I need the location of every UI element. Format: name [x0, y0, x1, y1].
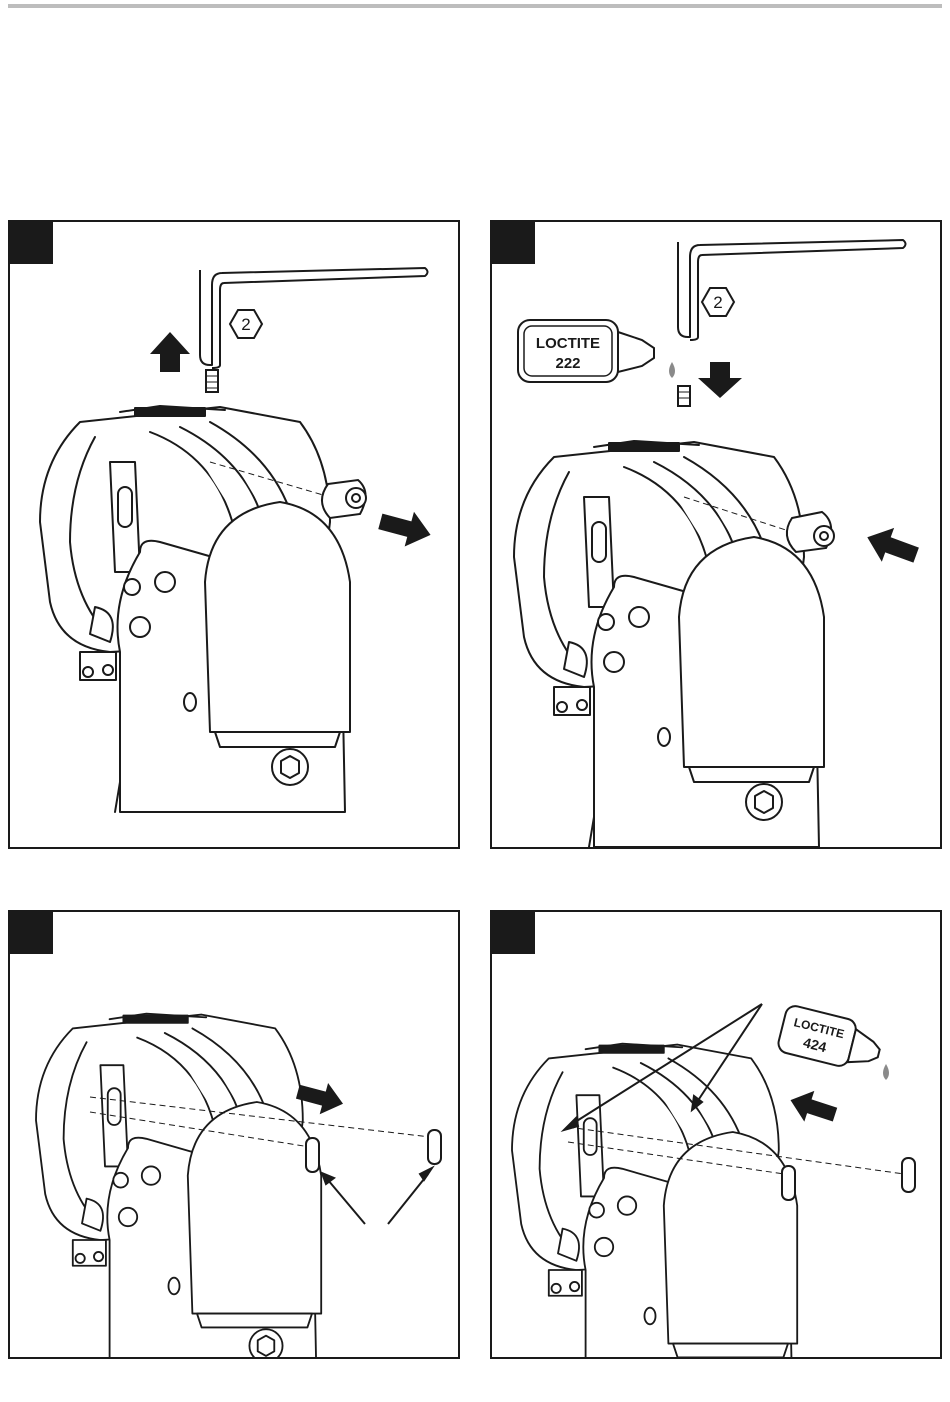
step-panel-1: 2	[8, 220, 460, 849]
roller-icon	[322, 480, 366, 518]
size-hexagon: 2	[702, 288, 734, 316]
roller-icon	[787, 512, 834, 552]
mechanism-illustration	[512, 1044, 797, 1359]
pin-icon	[306, 1138, 319, 1172]
callout-lines	[322, 1168, 432, 1224]
step-panel-3	[8, 910, 460, 1359]
up-arrow-icon	[150, 332, 190, 372]
top-rule	[8, 4, 942, 8]
size-hexagon: 2	[230, 310, 262, 338]
loctite-bottle-icon: LOCTITE 222	[518, 320, 654, 382]
loctite-bottle-icon: LOCTITE 424	[776, 1004, 885, 1075]
step-panel-2: 2 LOCTITE 222	[490, 220, 942, 849]
mechanism-illustration	[36, 1014, 321, 1359]
set-screw-icon	[678, 386, 690, 406]
svg-text:2: 2	[713, 293, 722, 312]
svg-text:LOCTITE: LOCTITE	[536, 335, 600, 352]
set-screw-icon	[206, 370, 218, 392]
left-arrow-icon	[861, 520, 922, 572]
pin-icon	[902, 1158, 915, 1192]
glue-drop-icon	[883, 1064, 889, 1080]
left-arrow-icon	[785, 1085, 840, 1130]
mechanism-illustration	[40, 406, 350, 812]
svg-text:2: 2	[241, 315, 250, 334]
glue-drop-icon	[669, 362, 675, 378]
svg-text:222: 222	[555, 355, 580, 372]
right-arrow-icon	[376, 504, 436, 552]
pin-icon	[782, 1166, 795, 1200]
pin-icon	[428, 1130, 441, 1164]
step-panel-4: LOCTITE 424	[490, 910, 942, 1359]
mechanism-illustration	[514, 441, 824, 847]
down-arrow-icon	[698, 362, 742, 398]
